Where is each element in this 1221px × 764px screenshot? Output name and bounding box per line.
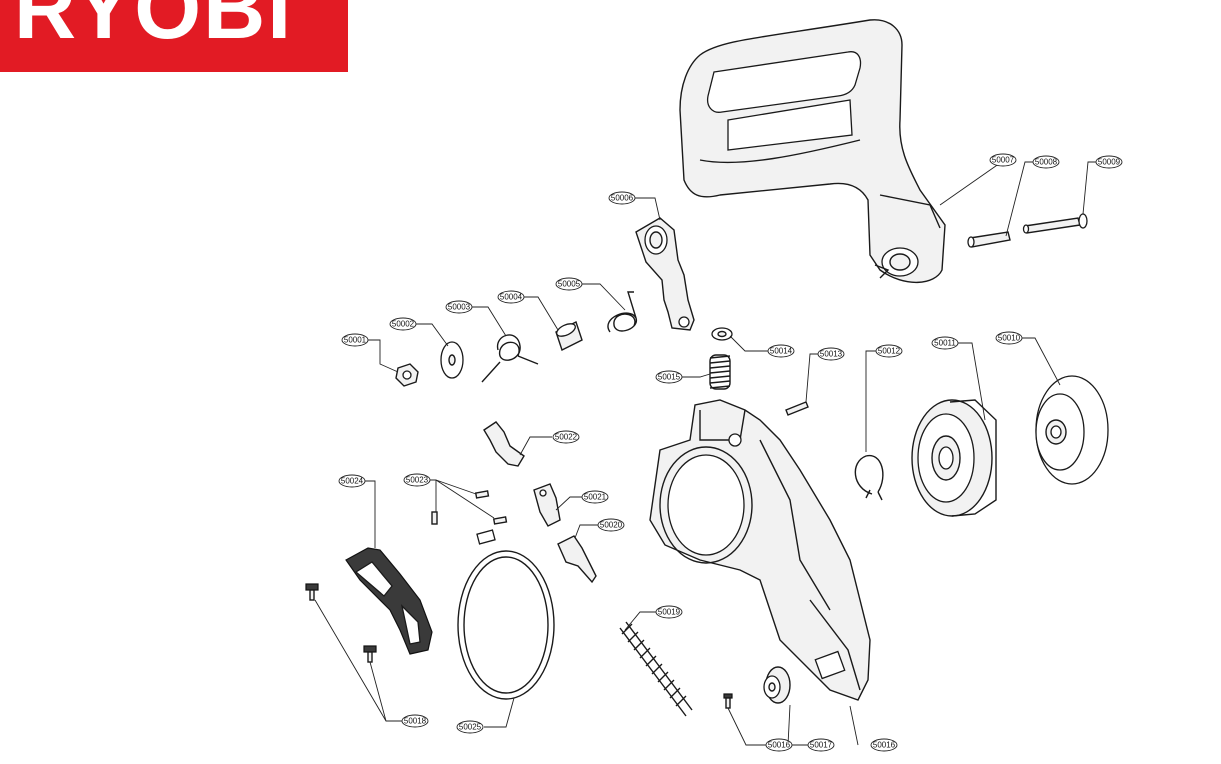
torsion-spring-part [607,291,637,333]
compression-spring-part [709,354,731,390]
svg-text:50009: 50009 [1098,158,1121,167]
svg-text:50021: 50021 [584,493,607,502]
screw-left-lower-part [363,645,377,663]
callout-50006: 50006 [608,191,636,205]
clutch-disc-part [1035,375,1109,485]
svg-text:50022: 50022 [555,433,578,442]
callout-50017: 50017 [807,738,835,752]
brake-lever-part [635,217,695,331]
svg-text:50004: 50004 [500,293,523,302]
svg-text:50006: 50006 [611,194,634,203]
brake-drum-part [911,399,997,517]
bushing-part [555,321,583,351]
svg-text:50003: 50003 [448,303,471,312]
callout-50007: 50007 [989,153,1017,167]
callout-50004: 50004 [497,290,525,304]
pin-part [967,231,1011,248]
callout-50003: 50003 [445,300,473,314]
callout-50001: 50001 [341,333,369,347]
callout-50013: 50013 [817,347,845,361]
roll-pin-part [785,401,809,416]
callout-50021: 50021 [581,490,609,504]
callout-50016-small: 50016 [765,738,793,752]
small-washer-part [711,327,733,341]
svg-text:50013: 50013 [820,350,843,359]
svg-text:50024: 50024 [341,477,364,486]
brake-band-part [457,529,555,700]
screw-part [723,693,733,709]
svg-text:50016: 50016 [768,741,791,750]
callout-50015: 50015 [655,370,683,384]
callout-50009: 50009 [1095,155,1123,169]
svg-text:50014: 50014 [770,347,793,356]
circlip-part [854,455,884,501]
screw-left-upper-part [305,583,319,601]
bracket-part [483,421,525,467]
svg-text:50008: 50008 [1035,158,1058,167]
callout-50023: 50023 [403,473,431,487]
clutch-cover-housing-part [649,399,871,701]
callout-50020: 50020 [597,518,625,532]
callout-50019: 50019 [655,605,683,619]
nut-part [395,363,419,387]
latch-part [533,483,561,527]
coil-spring-part [481,334,539,383]
callout-50024: 50024 [338,474,366,488]
svg-text:50011: 50011 [934,339,956,348]
svg-text:50012: 50012 [878,347,901,356]
callout-50022: 50022 [552,430,580,444]
hand-guard-part [679,19,946,284]
callout-50014: 50014 [767,344,795,358]
svg-text:50016: 50016 [873,741,896,750]
callout-50010: 50010 [995,331,1023,345]
svg-text:50025: 50025 [459,723,482,732]
svg-text:50002: 50002 [392,320,415,329]
logo-wordmark: RYOBI [14,0,294,57]
washer-part [440,341,464,379]
side-cover-part [345,547,433,655]
svg-text:50023: 50023 [406,476,429,485]
drum-bushing-part [763,666,791,704]
callout-50018: 50018 [401,714,429,728]
svg-text:50001: 50001 [344,336,367,345]
latch-lever-part [557,535,597,584]
callout-50012: 50012 [875,344,903,358]
svg-text:50010: 50010 [998,334,1021,343]
svg-text:50015: 50015 [658,373,681,382]
callout-50002: 50002 [389,317,417,331]
callout-50025: 50025 [456,720,484,734]
leader-lines [314,160,1096,746]
brake-spring-part [619,621,693,717]
callout-50011: 50011 [931,336,959,350]
callout-50016: 50016 [870,738,898,752]
svg-text:50017: 50017 [810,741,833,750]
svg-text:50020: 50020 [600,521,623,530]
svg-text:50007: 50007 [992,156,1015,165]
callout-50005: 50005 [555,277,583,291]
callout-50008: 50008 [1032,155,1060,169]
long-pin-part [1022,213,1088,234]
small-pins-part [431,490,508,525]
svg-text:50018: 50018 [404,717,427,726]
svg-text:50019: 50019 [658,608,681,617]
ryobi-logo: RYOBI [0,0,348,72]
svg-text:50005: 50005 [558,280,581,289]
